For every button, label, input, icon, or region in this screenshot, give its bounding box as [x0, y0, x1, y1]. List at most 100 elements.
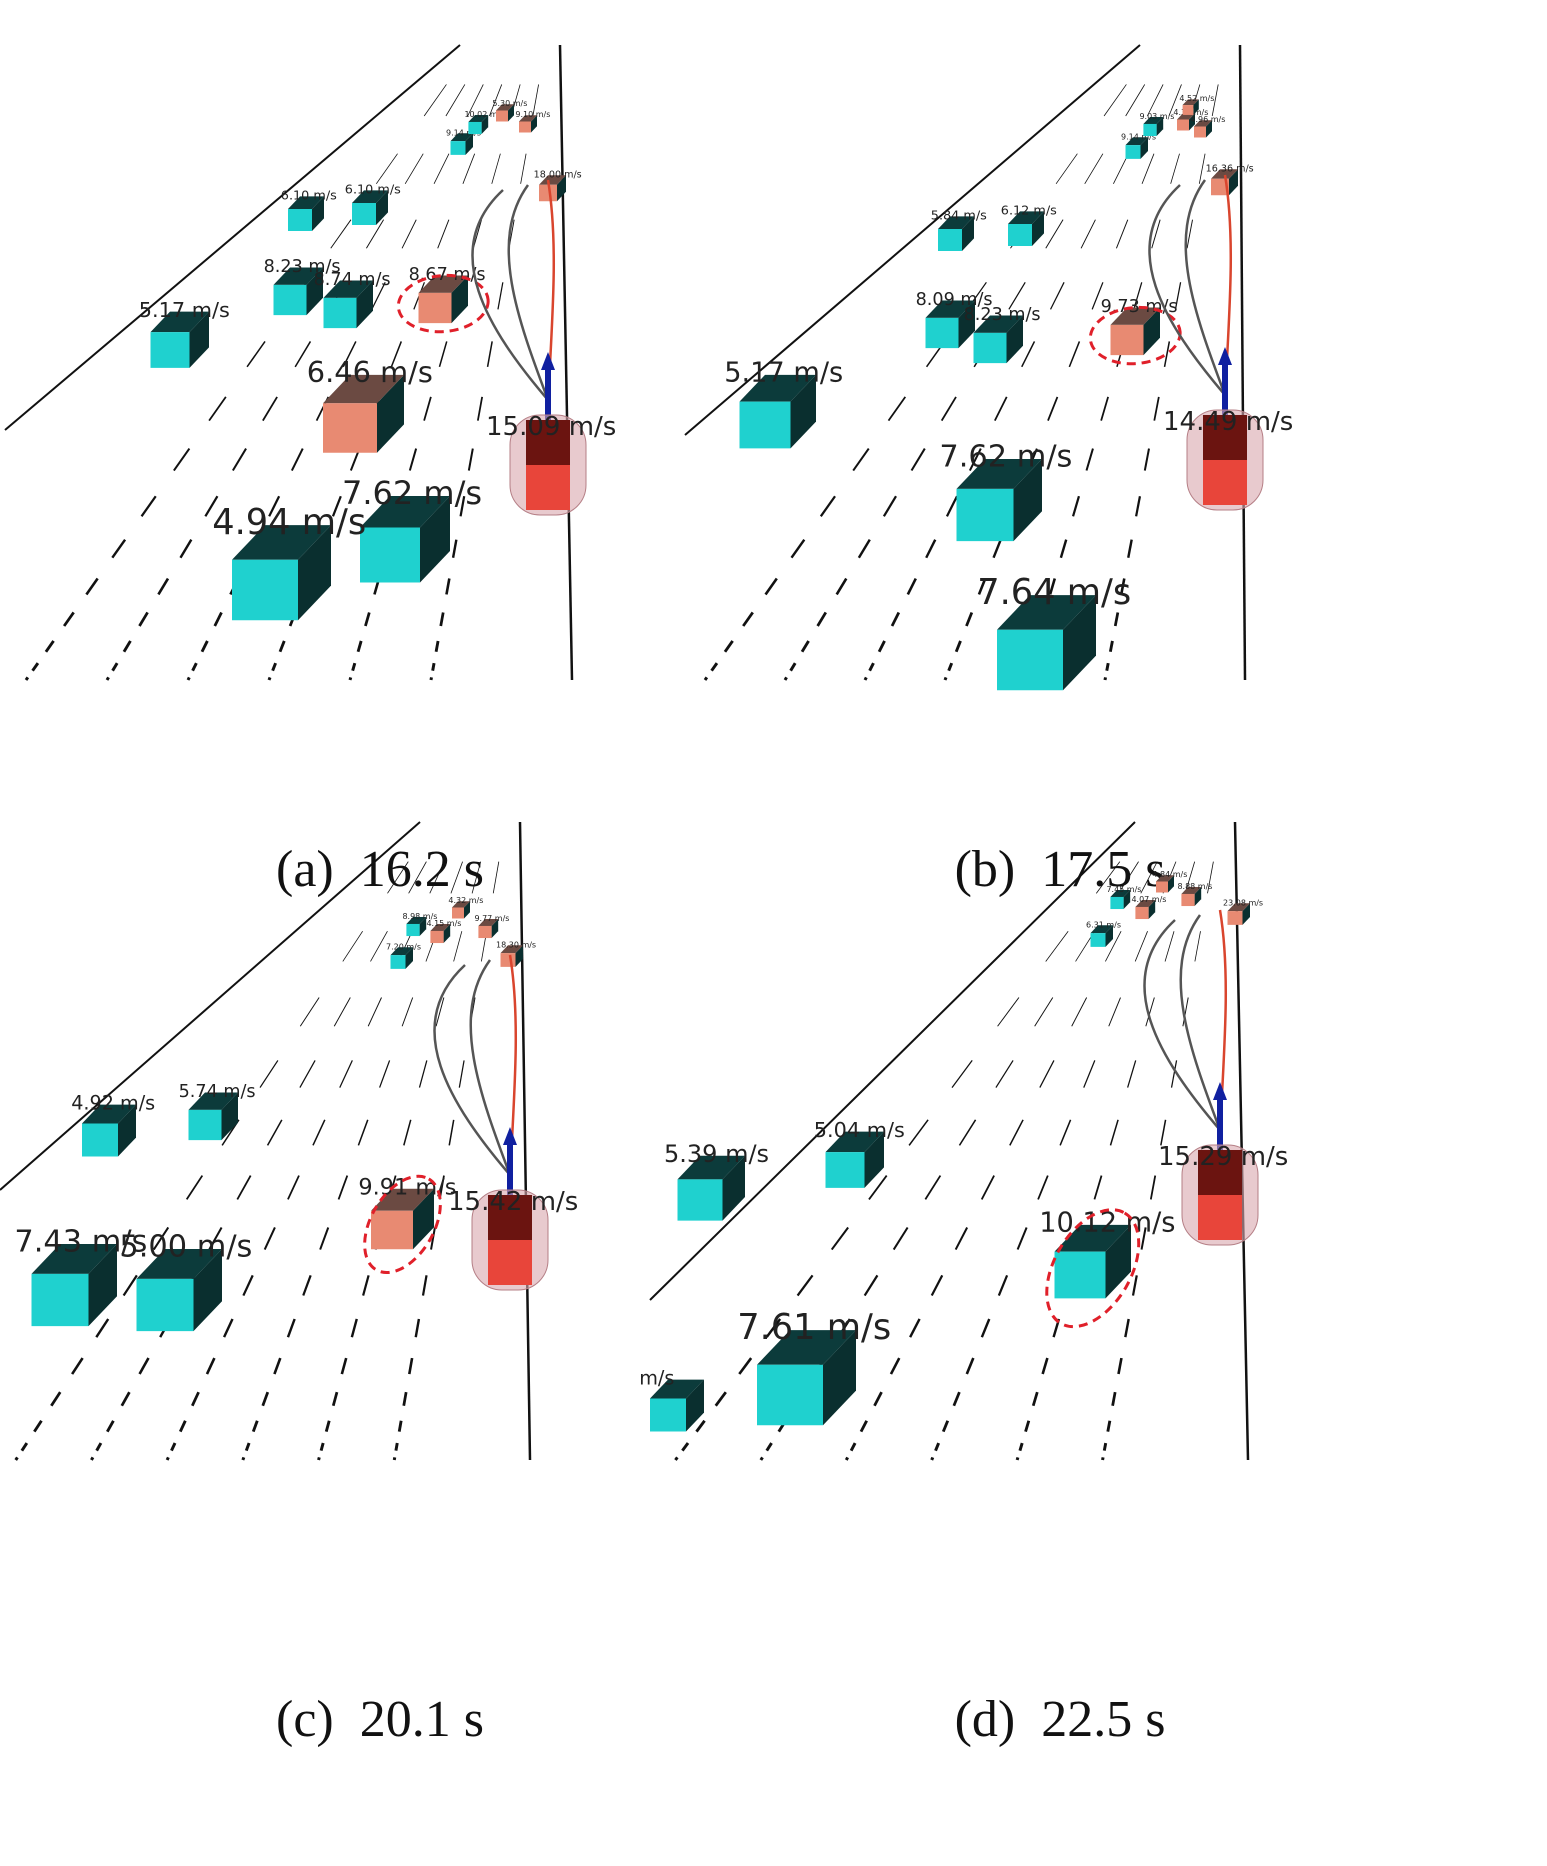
vehicle-front	[938, 229, 962, 251]
vehicle-speed-label: 8.74 m/s	[314, 270, 391, 290]
lane-marking	[278, 640, 286, 653]
vehicle-speed-label: 5.17 m/s	[139, 298, 230, 322]
lane-marking	[262, 396, 278, 422]
lane-marking	[286, 1318, 296, 1338]
vehicle-front	[406, 923, 420, 937]
vehicles-d: 5.39 m/s5.04 m/s6.31 m/s7.45 m/s4.07 m/s…	[639, 870, 1263, 1432]
lane-marking	[765, 1442, 773, 1452]
lane-marking	[863, 1274, 879, 1297]
lane-marking	[681, 1442, 690, 1452]
lane-marking	[333, 997, 351, 1027]
vehicle-top	[973, 315, 1023, 333]
lane-marking	[222, 1318, 234, 1338]
ego-body-front	[488, 1240, 532, 1285]
vehicle-side	[1123, 890, 1131, 910]
vehicle-speed-label: 7.61 m/s	[737, 1307, 891, 1348]
vehicle-top	[418, 275, 468, 293]
vehicle-top	[1194, 120, 1212, 127]
lane-marking	[408, 1357, 414, 1375]
lane-marking	[738, 1357, 753, 1375]
ego-body-top	[488, 1195, 532, 1240]
lane-marking	[844, 1456, 849, 1461]
vehicle-speed-label: 8.09 m/s	[916, 290, 993, 310]
vehicle-side	[531, 115, 537, 133]
vehicle-top	[938, 216, 974, 229]
vehicle-side	[1143, 307, 1160, 356]
vehicle-front	[136, 1278, 194, 1332]
ego-speed-label: 15.42 m/s	[448, 1187, 578, 1217]
lane-marking	[342, 930, 363, 962]
vehicle-front	[430, 930, 444, 944]
vehicle-front	[390, 955, 406, 969]
vehicle-side	[508, 104, 514, 122]
vehicle-top	[1182, 99, 1199, 106]
lane-marking	[179, 539, 193, 559]
lane-marking	[439, 612, 445, 627]
lane-marking	[401, 997, 414, 1027]
lane-marking	[1133, 282, 1143, 310]
lane-marking	[431, 662, 436, 671]
highlight-ellipse	[396, 273, 490, 334]
lane-marking	[1170, 153, 1180, 184]
lane-marking	[241, 1456, 246, 1461]
vehicle-front	[1110, 896, 1124, 910]
vehicle-side	[722, 1155, 745, 1221]
vehicle-side	[221, 1092, 238, 1141]
lane-marking	[152, 1226, 170, 1251]
lane-marking	[371, 282, 386, 310]
lane-marking	[324, 1420, 331, 1433]
lane-marking	[925, 539, 937, 559]
vehicle-front	[1182, 105, 1194, 115]
lane-marking	[1135, 496, 1142, 517]
road-edge-left	[4, 44, 461, 431]
vehicle-top	[739, 374, 816, 402]
candidate-trajectory	[469, 959, 512, 1176]
vehicle-top	[288, 196, 324, 209]
lane-marking	[1163, 341, 1171, 367]
lane-marking	[1182, 997, 1189, 1027]
lane-marking	[947, 662, 954, 672]
lane-marking	[331, 495, 342, 517]
lane-marking	[1045, 219, 1064, 249]
lane-marking	[339, 1060, 353, 1088]
vehicle-speed-label: 7.64 m/s	[977, 572, 1131, 613]
vehicle-side	[464, 901, 470, 919]
lane-marking	[980, 1175, 995, 1200]
vehicle-speed-label: 5.00 m/s	[119, 1230, 252, 1265]
lane-marking	[1093, 1175, 1103, 1200]
vehicle-front	[1227, 911, 1243, 925]
vehicle-side	[1242, 903, 1250, 925]
ego-arrow-head	[1213, 1082, 1227, 1100]
vehicle-side	[823, 1330, 856, 1426]
lane-marking	[1111, 1391, 1117, 1406]
lane-marking	[1009, 1119, 1024, 1146]
ego-speed-label: 15.29 m/s	[1158, 1142, 1288, 1172]
vehicle-top	[323, 280, 373, 298]
vehicle-front	[925, 317, 959, 349]
lane-marking	[486, 341, 493, 367]
lane-marking	[122, 1274, 138, 1297]
lane-marking	[489, 84, 503, 117]
lane-marking	[165, 1456, 170, 1461]
lane-marking	[472, 219, 482, 249]
lane-marking	[968, 448, 982, 471]
vehicle-side	[1194, 887, 1202, 907]
vehicle-side	[405, 947, 413, 969]
vehicle-top	[496, 104, 514, 111]
lane-marking	[800, 640, 810, 653]
lane-marking	[1037, 1175, 1049, 1200]
lane-marking	[995, 1060, 1014, 1088]
lane-marking	[268, 495, 281, 517]
lane-marking	[980, 1318, 991, 1338]
lane-marking	[267, 676, 272, 681]
vehicle-front	[956, 488, 1014, 542]
vehicle-side	[451, 275, 468, 324]
vehicle-front	[1156, 881, 1168, 893]
lane-marking	[954, 640, 962, 653]
lane-marking	[1127, 539, 1133, 558]
vehicle-speed-label: 5.39 m/s	[664, 1140, 769, 1168]
caption-a: (a) 16.2 s	[276, 841, 484, 898]
lane-marking	[910, 448, 926, 472]
lane-marking	[403, 1119, 412, 1146]
